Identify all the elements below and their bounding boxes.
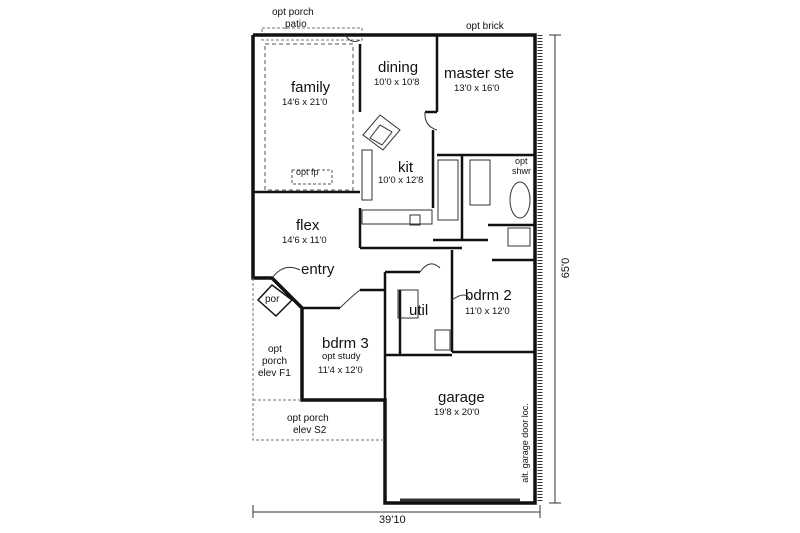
opt-shwr-note-1: opt [515,156,528,166]
opt-porch-f1-3: elev F1 [258,368,291,379]
overall-depth: 65'0 [560,257,572,279]
opt-porch-s2-1: opt porch [287,413,329,424]
garage-label: garage [438,389,485,406]
door-swings [271,34,471,309]
flex-label: flex [296,217,320,234]
bdrm3-dim: 11'4 x 12'0 [318,365,363,376]
flex-dim: 14'6 x 11'0 [282,235,327,246]
por-label: por [265,294,280,305]
dining-label: dining [378,59,419,76]
garage-dim: 19'8 x 20'0 [434,407,480,418]
dining-dim: 10'0 x 10'8 [374,77,420,88]
alt-garage-door-note: alt. garage door loc. [520,403,530,483]
overall-width: 39'10 [379,514,406,526]
exterior-walls [251,33,537,505]
interior-walls [253,35,535,400]
opt-porch-f1-1: opt [268,344,282,355]
entry-label: entry [301,261,335,278]
dimension-lines [252,34,561,518]
opt-porch-f1-2: porch [262,356,288,367]
opt-shwr-note-2: shwr [512,166,532,176]
patio-note: patio [285,19,307,30]
family-label: family [291,79,331,96]
opt-fp-note: opt fp [296,167,319,177]
util-label: util [409,302,429,319]
porch-diamond [256,283,294,318]
opt-fireplace [291,169,333,185]
opt-brick-note: opt brick [466,21,504,32]
family-dim: 14'6 x 21'0 [282,97,328,108]
master-dim: 13'0 x 16'0 [454,83,500,94]
opt-porch-outlines [252,278,385,441]
bdrm2-dim: 11'0 x 12'0 [465,306,510,317]
master-label: master ste [444,65,515,82]
opt-porch-note: opt porch [272,7,314,18]
kit-dim: 10'0 x 12'8 [378,175,424,186]
kit-label: kit [398,159,413,176]
opt-porch-s2-2: elev S2 [293,425,327,436]
bdrm2-label: bdrm 2 [465,287,512,304]
bdrm3-sub: opt study [322,351,361,362]
kitchen-counters [361,114,433,226]
bath-fixtures [397,159,531,351]
family-ceiling-outline [264,43,354,191]
bdrm3-label: bdrm 3 [322,335,369,352]
